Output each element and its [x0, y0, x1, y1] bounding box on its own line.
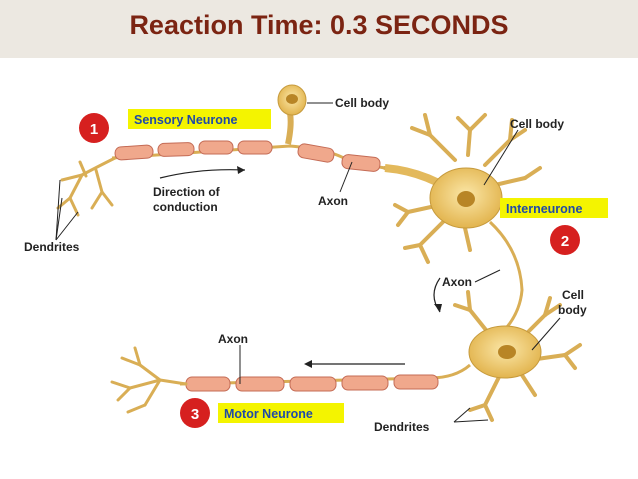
cell-body-label-3b: body — [558, 303, 587, 317]
step-1-marker: 1 — [79, 113, 109, 143]
title-bar — [0, 0, 638, 58]
step-3-number: 3 — [191, 406, 199, 423]
cell-body-label-3a: Cell — [562, 288, 584, 302]
axon-label-1: Axon — [318, 194, 348, 208]
motor-neurone-highlight — [218, 403, 344, 423]
interneurone-highlight — [500, 198, 608, 218]
sensory-neurone-label: Sensory Neurone — [134, 113, 238, 127]
cell-body-label-2: Cell body — [510, 117, 564, 131]
direction-arrow-right — [433, 277, 442, 313]
sensory-dendrites — [56, 156, 117, 217]
step-1-number: 1 — [90, 121, 98, 138]
interneurone — [383, 113, 542, 337]
page-title: Reaction Time: 0.3 SECONDS — [129, 10, 509, 40]
sensory-neurone — [56, 84, 386, 217]
interneurone-label: Interneurone — [506, 202, 582, 216]
step-3-marker: 3 — [180, 398, 210, 428]
direction-arrow-top — [159, 166, 246, 179]
sensory-neurone-highlight — [128, 109, 271, 129]
axon-label-2: Axon — [442, 275, 472, 289]
axon-label-3: Axon — [218, 332, 248, 346]
motor-neurone-label: Motor Neurone — [224, 407, 313, 421]
leader-lines — [55, 102, 561, 423]
cell-body-label-1: Cell body — [335, 96, 389, 110]
direction-label-line1: Direction of — [153, 185, 221, 199]
dendrites-label-1: Dendrites — [24, 240, 80, 254]
motor-neurone — [110, 290, 582, 422]
direction-label-line2: conduction — [153, 200, 218, 214]
step-2-number: 2 — [561, 233, 569, 250]
step-2-marker: 2 — [550, 225, 580, 255]
dendrites-label-2: Dendrites — [374, 420, 430, 434]
direction-arrow-bottom — [304, 360, 405, 368]
